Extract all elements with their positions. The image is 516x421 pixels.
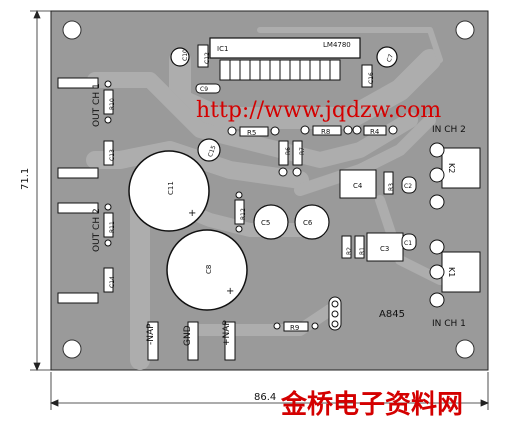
svg-text:C10: C10 — [182, 49, 189, 61]
dimension-height — [30, 9, 51, 372]
svg-text:C14: C14 — [109, 276, 116, 288]
resistor-r12: R12 — [234, 191, 247, 233]
capacitor-c7: C7 — [376, 46, 398, 68]
in-ch1-label: IN CH 1 — [432, 319, 466, 329]
capacitor-c12: C12 — [197, 44, 211, 68]
svg-text:C5: C5 — [261, 219, 270, 227]
capacitor-c16: C16 — [361, 64, 375, 88]
resistor-r11: R11 — [103, 203, 116, 247]
svg-text:R6: R6 — [285, 147, 292, 155]
resistor-r9: R9 — [273, 321, 319, 332]
capacitor-c10: C10 — [170, 47, 190, 67]
capacitor-c6: C6 — [294, 204, 330, 240]
svg-text:C16: C16 — [368, 72, 375, 84]
resistor-r1: R1 — [354, 235, 366, 259]
capacitor-c13: C13 — [103, 140, 116, 166]
svg-text:C4: C4 — [353, 182, 363, 190]
svg-text:R4: R4 — [370, 128, 380, 136]
capacitor-c14: C14 — [103, 267, 116, 293]
resistor-r7: R7 — [292, 140, 306, 177]
svg-text:C11: C11 — [167, 181, 175, 195]
svg-text:C2: C2 — [404, 183, 412, 190]
capacitor-c1: C1 — [401, 233, 417, 251]
svg-text:R2: R2 — [346, 247, 353, 255]
ic1-part: LM4780 — [323, 41, 351, 49]
svg-text:R12: R12 — [240, 208, 247, 220]
svg-text:C12: C12 — [204, 52, 211, 64]
svg-text:C1: C1 — [404, 240, 412, 247]
resistor-r3: R3 — [383, 171, 395, 195]
out-ch1-label: OUT CH 1 — [92, 83, 102, 127]
nap-pos-label: +NAP — [222, 320, 232, 346]
watermark-url: http://www.jqdzw.com — [196, 98, 441, 123]
svg-text:R7: R7 — [299, 147, 306, 155]
svg-text:K2: K2 — [447, 163, 456, 173]
svg-text:R10: R10 — [109, 98, 116, 110]
svg-text:C13: C13 — [109, 149, 116, 161]
capacitor-c4: C4 — [339, 169, 377, 199]
resistor-r8: R8 — [300, 125, 353, 136]
board-code: A845 — [379, 309, 405, 320]
svg-text:+: + — [226, 286, 234, 297]
svg-text:R5: R5 — [247, 129, 256, 137]
svg-text:C15: C15 — [207, 144, 218, 158]
capacitor-c3: C3 — [366, 232, 404, 262]
svg-text:C3: C3 — [380, 245, 389, 253]
input-connector-k1: K1 — [429, 239, 481, 308]
capacitor-c11: C11 + — [128, 150, 210, 232]
mounting-holes — [62, 20, 475, 359]
capacitor-c5: C5 — [253, 204, 289, 240]
resistor-r5: R5 — [227, 126, 280, 137]
svg-text:C7: C7 — [386, 53, 395, 63]
svg-text:+: + — [188, 208, 196, 219]
ic1-label: IC1 — [217, 45, 228, 53]
watermark-site-name: 金桥电子资料网 — [281, 390, 464, 420]
ic1-chip: IC1 LM4780 — [209, 37, 361, 81]
nap-neg-label: -NAP — [146, 323, 156, 345]
trimmer-element — [328, 296, 342, 331]
svg-text:C6: C6 — [303, 219, 313, 227]
svg-text:R1: R1 — [359, 247, 366, 255]
svg-text:C9: C9 — [200, 86, 208, 93]
capacitor-c2: C2 — [401, 176, 417, 194]
output-connectors — [57, 77, 99, 304]
svg-text:K1: K1 — [447, 267, 456, 277]
dimension-height-label: 71.1 — [20, 168, 31, 190]
dimension-width — [49, 372, 490, 410]
input-connector-k2: K2 — [429, 142, 481, 210]
resistor-r2: R2 — [341, 235, 353, 259]
capacitor-c8: C8 + — [166, 229, 248, 311]
svg-text:R3: R3 — [388, 183, 395, 191]
dimension-width-label: 86.4 — [254, 392, 276, 403]
in-ch2-label: IN CH 2 — [432, 125, 466, 135]
svg-text:C8: C8 — [205, 265, 213, 274]
resistor-r10: R10 — [103, 80, 116, 124]
capacitor-c15: C15 — [197, 138, 221, 162]
gnd-label: GND — [183, 325, 193, 346]
resistor-r6: R6 — [278, 140, 292, 177]
svg-text:R9: R9 — [290, 324, 299, 332]
svg-text:R11: R11 — [109, 221, 116, 233]
svg-text:R8: R8 — [321, 128, 330, 136]
capacitor-c9: C9 — [195, 83, 221, 94]
out-ch2-label: OUT CH 2 — [92, 208, 102, 252]
resistor-r4: R4 — [352, 125, 398, 136]
power-connectors — [147, 321, 236, 361]
